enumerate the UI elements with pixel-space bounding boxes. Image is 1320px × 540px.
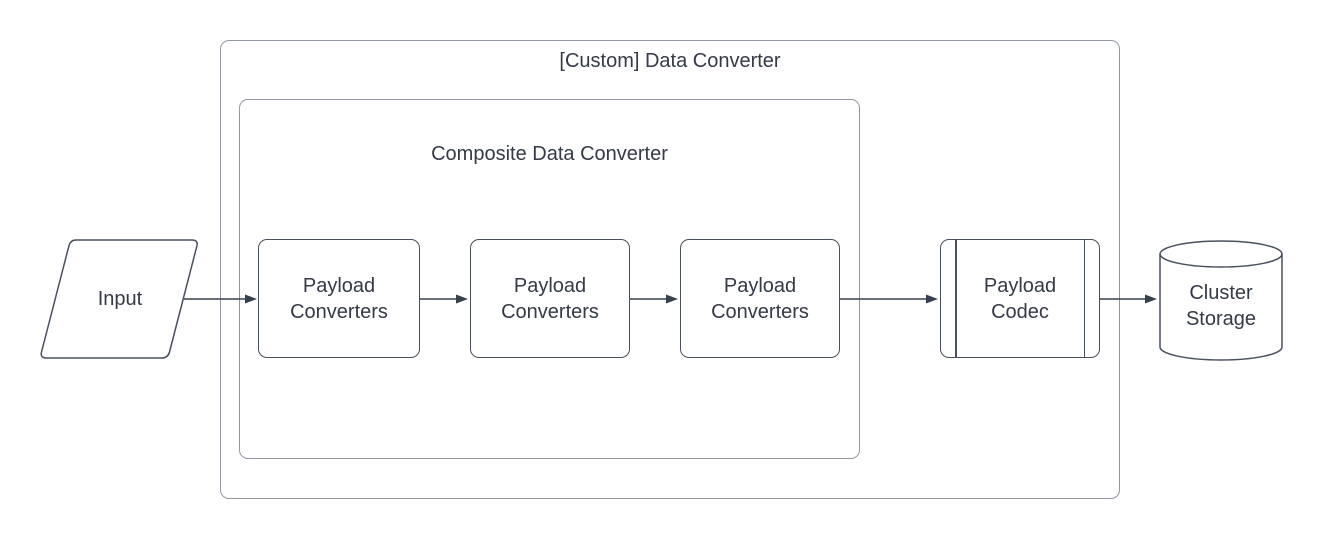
composite-data-converter-container (239, 99, 860, 459)
arrow-converter-2-to-converter-3 (630, 294, 678, 304)
composite-data-converter-title: Composite Data Converter (431, 143, 668, 165)
node-label-line: Payload (513, 274, 587, 297)
node-cluster-storage-label-group: Cluster Storage (1160, 252, 1282, 360)
node-label-line: Cluster (1189, 282, 1253, 304)
arrow-payload-codec-to-cluster-storage (1100, 294, 1157, 304)
node-label-line: Converters (711, 300, 809, 323)
arrow-input-to-converter-1 (184, 294, 257, 304)
input-parallelogram-shape (40, 239, 198, 359)
node-label-line: Payload (983, 274, 1057, 297)
node-payload-converter-3: Payload Converters (680, 239, 840, 358)
node-label-line: Codec (991, 300, 1049, 323)
custom-data-converter-title: [Custom] Data Converter (559, 50, 781, 72)
node-label-line: Payload (302, 274, 376, 297)
subroutine-inner-line-right (1083, 240, 1085, 357)
node-label-line: Payload (723, 274, 797, 297)
node-label-line: Converters (501, 300, 599, 323)
arrow-converter-3-to-payload-codec (840, 294, 938, 304)
node-payload-converter-1: Payload Converters (258, 239, 420, 358)
cluster-storage-cylinder-shape (1159, 240, 1283, 361)
node-label-line: Storage (1185, 308, 1257, 330)
subroutine-inner-line-left (955, 240, 957, 357)
node-input-label-group: Input (42, 240, 198, 358)
node-label-line: Converters (290, 300, 388, 323)
node-payload-codec: Payload Codec (940, 239, 1100, 358)
custom-data-converter-container (220, 40, 1120, 499)
arrow-converter-1-to-converter-2 (420, 294, 468, 304)
node-payload-converter-2: Payload Converters (470, 239, 630, 358)
node-label-line: Input (97, 288, 143, 310)
